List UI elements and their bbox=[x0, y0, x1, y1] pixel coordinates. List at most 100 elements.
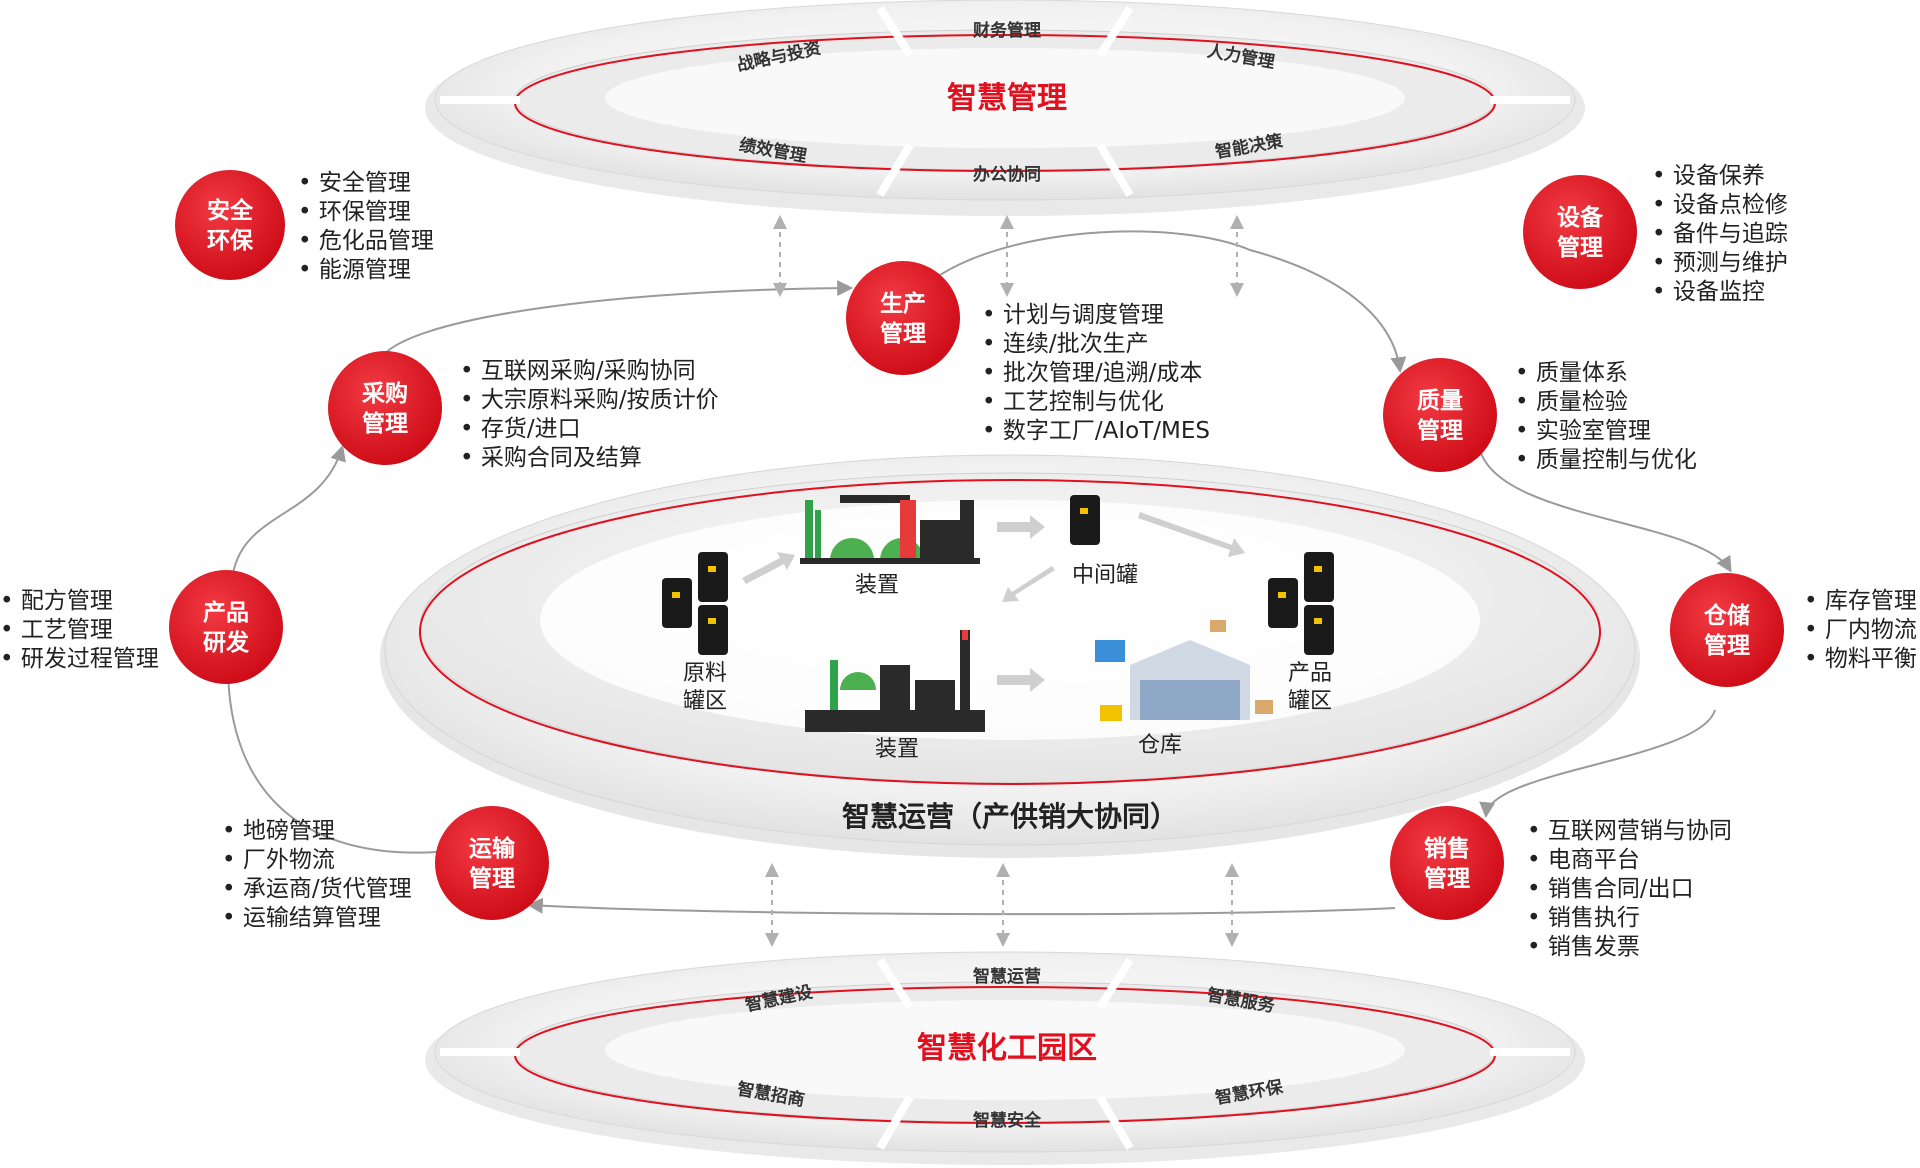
svg-text:• 承运商/货代管理: • 承运商/货代管理 bbox=[222, 876, 412, 902]
svg-text:• 安全管理: • 安全管理 bbox=[298, 170, 411, 196]
product-tank-icon bbox=[1268, 552, 1334, 655]
bottom-ring: 智慧建设 智慧运营 智慧服务 智慧招商 智慧安全 智慧环保 智慧化工园区 bbox=[425, 951, 1585, 1165]
top-seg-4: 办公协同 bbox=[973, 164, 1041, 185]
node-storage: 仓储 管理 bbox=[1670, 573, 1784, 687]
svg-text:• 环保管理: • 环保管理 bbox=[298, 199, 411, 225]
bottom-ring-title: 智慧化工园区 bbox=[917, 1031, 1097, 1066]
node-quality: 质量 管理 bbox=[1383, 358, 1497, 472]
svg-text:管理: 管理 bbox=[469, 865, 515, 892]
raw-tank-label-2: 罐区 bbox=[683, 689, 727, 714]
svg-text:• 备件与追踪: • 备件与追踪 bbox=[1652, 221, 1788, 247]
svg-text:安全: 安全 bbox=[207, 197, 254, 224]
svg-text:• 设备保养: • 设备保养 bbox=[1652, 163, 1765, 189]
svg-text:管理: 管理 bbox=[1704, 632, 1750, 659]
node-production-list: • 计划与调度管理 • 连续/批次生产 • 批次管理/追溯/成本 • 工艺控制与… bbox=[982, 302, 1210, 444]
svg-text:• 厂外物流: • 厂外物流 bbox=[222, 847, 335, 873]
svg-text:• 工艺控制与优化: • 工艺控制与优化 bbox=[982, 389, 1164, 415]
svg-text:• 存货/进口: • 存货/进口 bbox=[460, 416, 581, 442]
svg-text:• 设备监控: • 设备监控 bbox=[1652, 279, 1765, 305]
svg-text:管理: 管理 bbox=[1557, 234, 1603, 261]
node-rnd: 产品 研发 bbox=[169, 570, 283, 684]
svg-text:• 计划与调度管理: • 计划与调度管理 bbox=[982, 302, 1164, 328]
device-bottom-label: 装置 bbox=[875, 737, 919, 762]
svg-text:设备: 设备 bbox=[1557, 204, 1604, 231]
svg-text:• 采购合同及结算: • 采购合同及结算 bbox=[460, 445, 642, 471]
node-transport: 运输 管理 bbox=[435, 806, 549, 920]
svg-text:• 互联网采购/采购协同: • 互联网采购/采购协同 bbox=[460, 358, 696, 384]
svg-text:环保: 环保 bbox=[207, 227, 254, 254]
raw-tank-label-1: 原料 bbox=[683, 661, 727, 686]
svg-text:• 物料平衡: • 物料平衡 bbox=[1804, 646, 1917, 672]
svg-text:• 连续/批次生产: • 连续/批次生产 bbox=[982, 331, 1149, 357]
plant-device-top-icon bbox=[800, 495, 980, 564]
node-sales-list: • 互联网营销与协同 • 电商平台 • 销售合同/出口 • 销售执行 • 销售发… bbox=[1527, 818, 1732, 960]
svg-text:• 运输结算管理: • 运输结算管理 bbox=[222, 905, 381, 931]
svg-text:质量: 质量 bbox=[1417, 388, 1463, 414]
svg-text:仓储: 仓储 bbox=[1703, 602, 1750, 629]
node-procurement-list: • 互联网采购/采购协同 • 大宗原料采购/按质计价 • 存货/进口 • 采购合… bbox=[460, 358, 719, 471]
svg-text:• 互联网营销与协同: • 互联网营销与协同 bbox=[1527, 818, 1732, 844]
node-procurement: 采购 管理 bbox=[328, 351, 442, 465]
svg-text:采购: 采购 bbox=[362, 381, 408, 407]
top-ring-title: 智慧管理 bbox=[947, 81, 1067, 116]
svg-text:• 数字工厂/AIoT/MES: • 数字工厂/AIoT/MES bbox=[982, 418, 1210, 444]
svg-text:• 预测与维护: • 预测与维护 bbox=[1652, 250, 1788, 276]
svg-text:生产: 生产 bbox=[880, 290, 926, 317]
svg-text:运输: 运输 bbox=[469, 835, 516, 862]
plant-device-bottom-icon bbox=[805, 630, 985, 732]
svg-text:• 能源管理: • 能源管理 bbox=[298, 257, 411, 283]
svg-text:管理: 管理 bbox=[362, 410, 408, 437]
node-transport-list: • 地磅管理 • 厂外物流 • 承运商/货代管理 • 运输结算管理 bbox=[222, 818, 412, 931]
svg-text:• 质量检验: • 质量检验 bbox=[1515, 389, 1628, 415]
svg-text:研发: 研发 bbox=[203, 629, 249, 656]
svg-text:• 配方管理: • 配方管理 bbox=[0, 588, 113, 614]
node-equipment-list: • 设备保养 • 设备点检修 • 备件与追踪 • 预测与维护 • 设备监控 bbox=[1652, 163, 1788, 305]
svg-text:• 批次管理/追溯/成本: • 批次管理/追溯/成本 bbox=[982, 360, 1202, 386]
device-top-label: 装置 bbox=[855, 573, 899, 598]
center-flow-arrows bbox=[742, 512, 1245, 692]
center-operations: 智慧运营（产供销大协同） bbox=[380, 454, 1640, 858]
product-tank-label-2: 罐区 bbox=[1288, 689, 1332, 714]
product-tank-label-1: 产品 bbox=[1288, 661, 1332, 686]
raw-tank-icon bbox=[662, 552, 728, 655]
node-quality-list: • 质量体系 • 质量检验 • 实验室管理 • 质量控制与优化 bbox=[1515, 360, 1697, 473]
bottom-seg-1: 智慧运营 bbox=[973, 966, 1041, 987]
svg-text:• 地磅管理: • 地磅管理 bbox=[222, 818, 335, 844]
warehouse-label: 仓库 bbox=[1138, 733, 1182, 758]
svg-text:管理: 管理 bbox=[1424, 865, 1470, 892]
middle-tank-label: 中间罐 bbox=[1072, 563, 1138, 588]
svg-text:• 工艺管理: • 工艺管理 bbox=[0, 617, 113, 643]
svg-text:• 质量体系: • 质量体系 bbox=[1515, 360, 1628, 386]
svg-text:• 厂内物流: • 厂内物流 bbox=[1804, 617, 1917, 643]
svg-text:• 销售执行: • 销售执行 bbox=[1527, 905, 1640, 931]
top-seg-1: 财务管理 bbox=[972, 20, 1041, 41]
svg-text:• 电商平台: • 电商平台 bbox=[1527, 847, 1640, 873]
node-sales: 销售 管理 bbox=[1390, 806, 1504, 920]
svg-text:• 销售发票: • 销售发票 bbox=[1527, 934, 1640, 960]
svg-text:• 大宗原料采购/按质计价: • 大宗原料采购/按质计价 bbox=[460, 387, 719, 413]
warehouse-icon bbox=[1095, 620, 1273, 721]
node-safety: 安全 环保 bbox=[175, 170, 285, 280]
top-ring: 战略与投资 财务管理 人力管理 绩效管理 办公协同 智能决策 智慧管理 bbox=[425, 0, 1585, 216]
center-title: 智慧运营（产供销大协同） bbox=[842, 800, 1178, 833]
svg-text:管理: 管理 bbox=[1417, 417, 1463, 444]
svg-text:管理: 管理 bbox=[880, 320, 926, 347]
node-safety-list: • 安全管理 • 环保管理 • 危化品管理 • 能源管理 bbox=[298, 170, 434, 283]
svg-text:• 库存管理: • 库存管理 bbox=[1804, 588, 1917, 614]
node-storage-list: • 库存管理 • 厂内物流 • 物料平衡 bbox=[1804, 588, 1917, 672]
svg-text:• 质量控制与优化: • 质量控制与优化 bbox=[1515, 447, 1697, 473]
vertical-links bbox=[765, 215, 1244, 947]
svg-text:• 设备点检修: • 设备点检修 bbox=[1652, 192, 1788, 218]
svg-text:销售: 销售 bbox=[1424, 835, 1470, 862]
middle-tank-icon bbox=[1070, 495, 1100, 545]
svg-text:• 销售合同/出口: • 销售合同/出口 bbox=[1527, 876, 1694, 902]
node-production: 生产 管理 bbox=[846, 261, 960, 375]
svg-text:• 实验室管理: • 实验室管理 bbox=[1515, 418, 1651, 444]
svg-text:产品: 产品 bbox=[203, 599, 249, 626]
node-equipment: 设备 管理 bbox=[1523, 175, 1637, 289]
bottom-seg-4: 智慧安全 bbox=[973, 1110, 1042, 1131]
svg-text:• 危化品管理: • 危化品管理 bbox=[298, 228, 434, 254]
node-rnd-list: • 配方管理 • 工艺管理 • 研发过程管理 bbox=[0, 588, 159, 672]
